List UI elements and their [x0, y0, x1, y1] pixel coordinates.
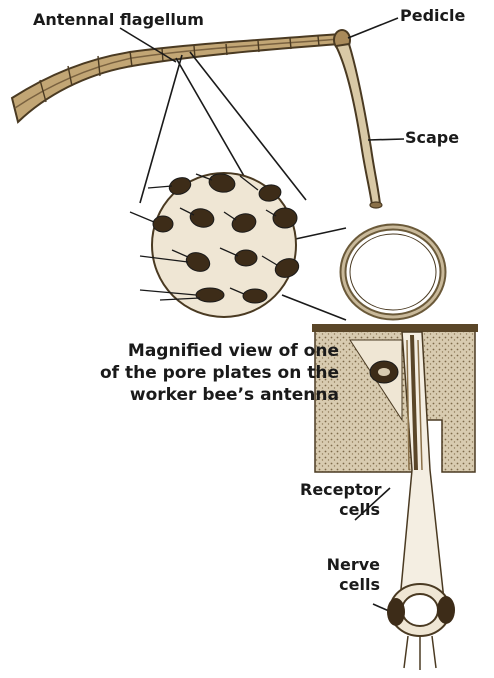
nerve-label-line-2: cells — [300, 575, 380, 595]
nerve-cells-label: Nerve cells — [300, 555, 380, 595]
magnified-caption-line-1: Magnified view of one — [100, 340, 339, 362]
pedicle-label: Pedicle — [400, 6, 465, 26]
pore-plate-magnified — [130, 172, 301, 317]
receptor-label-line-1: Receptor — [300, 480, 380, 500]
receptor-cells-label: Receptor cells — [300, 480, 380, 520]
magnified-caption: Magnified view of one of the pore plates… — [100, 340, 339, 406]
magnified-caption-line-2: of the pore plates on the — [100, 362, 339, 384]
scape-label: Scape — [405, 128, 459, 148]
receptor-label-line-2: cells — [300, 500, 380, 520]
pore-plate-ring — [343, 227, 443, 317]
nerve-label-line-1: Nerve — [300, 555, 380, 575]
antennal-flagellum-label: Antennal flagellum — [33, 10, 204, 30]
nerve-cells — [387, 584, 455, 670]
magnified-caption-line-3: worker bee’s antenna — [100, 384, 339, 406]
scape — [336, 44, 382, 208]
